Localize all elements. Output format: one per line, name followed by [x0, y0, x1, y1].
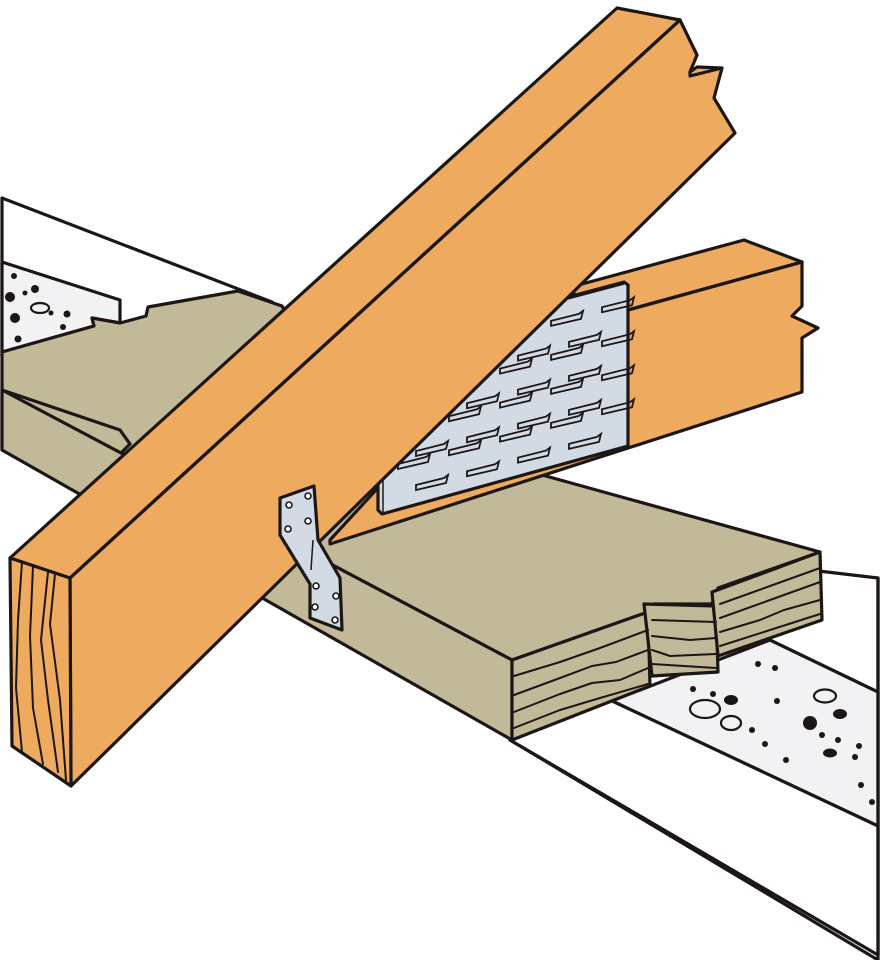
- nail-slot: [601, 328, 636, 348]
- rafter-end-grain: [15, 561, 67, 781]
- hurricane-tie-nail-holes: [284, 492, 340, 624]
- nail-slot: [601, 396, 636, 416]
- nail-slot: [550, 308, 585, 328]
- nail-slot: [550, 410, 585, 430]
- nail-slot: [601, 294, 636, 314]
- nail-slot: [568, 397, 603, 417]
- nail-slot: [568, 431, 603, 451]
- hurricane-tie: [278, 484, 344, 632]
- nail-slot: [499, 390, 534, 409]
- nail-slot: [448, 438, 483, 457]
- nail-slot: [499, 424, 534, 443]
- top-plate-grain: [513, 567, 821, 729]
- nail-plate-slots: [397, 294, 636, 492]
- drywall-speckle-right: [690, 661, 875, 805]
- nail-slot: [415, 472, 450, 492]
- nail-slot: [466, 459, 501, 478]
- nail-slot: [601, 362, 636, 382]
- nail-slot: [466, 425, 501, 444]
- nail-slot: [466, 391, 501, 410]
- rafter: [8, 6, 737, 788]
- nail-slot: [415, 438, 450, 458]
- right-wall: [508, 538, 880, 960]
- nail-slot: [499, 356, 534, 375]
- nail-slot: [517, 377, 552, 396]
- nail-slot: [550, 342, 585, 362]
- nail-slot: [517, 445, 552, 464]
- nail-slot: [448, 404, 483, 423]
- nail-slot: [568, 329, 603, 349]
- nail-slot: [517, 343, 552, 362]
- drywall-speckle-left: [5, 273, 71, 343]
- nail-slot: [550, 376, 585, 396]
- nail-slot: [568, 363, 603, 383]
- nail-slot: [397, 451, 432, 471]
- nail-slot: [517, 411, 552, 430]
